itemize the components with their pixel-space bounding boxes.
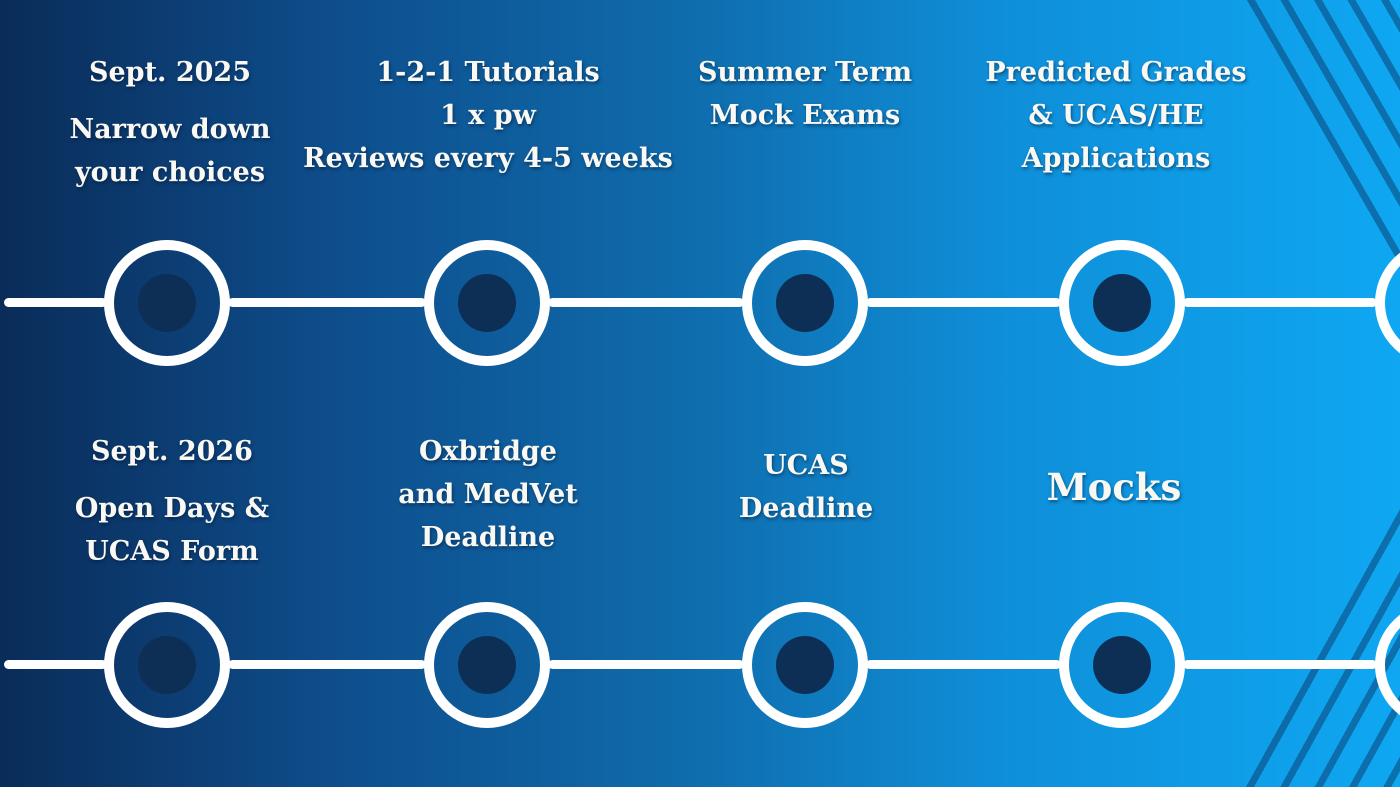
milestone-label-mocks: Mocks bbox=[1047, 462, 1182, 512]
timeline-segment bbox=[228, 298, 426, 307]
decorative-stripes-top-right bbox=[1240, 0, 1400, 278]
milestone-label-predicted-grades: Predicted Grades & UCAS/HE Applications bbox=[985, 51, 1246, 180]
milestone-heading: Sept. 2026 bbox=[91, 436, 253, 467]
milestone-label-tutorials: 1-2-1 Tutorials 1 x pw Reviews every 4-5… bbox=[303, 51, 673, 180]
node-dot bbox=[1093, 274, 1151, 332]
milestone-line: 1-2-1 Tutorials bbox=[376, 57, 600, 88]
milestone-line: Oxbridge bbox=[419, 436, 557, 467]
timeline-segment bbox=[866, 298, 1061, 307]
milestone-node bbox=[1059, 240, 1185, 366]
milestone-label-ucas-deadline: UCAS Deadline bbox=[739, 444, 873, 530]
milestone-line: Open Days & bbox=[74, 493, 270, 524]
node-dot bbox=[138, 636, 196, 694]
milestone-node bbox=[742, 602, 868, 728]
milestone-label-sept-2025: Sept. 2025 Narrow down your choices bbox=[69, 51, 270, 194]
node-dot bbox=[776, 274, 834, 332]
milestone-node bbox=[424, 240, 550, 366]
milestone-node bbox=[1375, 602, 1400, 728]
milestone-node bbox=[104, 240, 230, 366]
node-dot bbox=[138, 274, 196, 332]
milestone-line: Deadline bbox=[420, 522, 556, 553]
milestone-node bbox=[424, 602, 550, 728]
milestone-node bbox=[1375, 240, 1400, 366]
milestone-line: Predicted Grades bbox=[985, 57, 1247, 88]
node-dot bbox=[776, 636, 834, 694]
node-dot bbox=[458, 636, 516, 694]
timeline-segment bbox=[548, 298, 744, 307]
timeline-segment bbox=[4, 298, 107, 307]
milestone-line: Mocks bbox=[1046, 465, 1182, 509]
timeline-segment bbox=[228, 660, 426, 669]
milestone-line: Deadline bbox=[738, 493, 874, 524]
milestone-line: Mock Exams bbox=[709, 100, 901, 131]
milestone-label-oxbridge-deadline: Oxbridge and MedVet Deadline bbox=[398, 430, 577, 559]
milestone-node bbox=[1059, 602, 1185, 728]
timeline-segment bbox=[4, 660, 107, 669]
timeline-segment bbox=[1183, 660, 1377, 669]
milestone-line: 1 x pw bbox=[440, 100, 536, 131]
milestone-line: Narrow down bbox=[69, 114, 271, 145]
milestone-line: your choices bbox=[74, 157, 266, 188]
node-dot bbox=[458, 274, 516, 332]
timeline-segment bbox=[866, 660, 1061, 669]
milestone-line: Applications bbox=[1021, 143, 1211, 174]
milestone-line: UCAS bbox=[763, 450, 849, 481]
timeline-segment bbox=[548, 660, 744, 669]
milestone-line: and MedVet bbox=[398, 479, 578, 510]
milestone-label-sept-2026: Sept. 2026 Open Days & UCAS Form bbox=[75, 430, 269, 573]
milestone-line: UCAS Form bbox=[85, 536, 259, 567]
milestone-node bbox=[742, 240, 868, 366]
node-dot bbox=[1093, 636, 1151, 694]
decorative-stripes-bottom-right bbox=[1238, 492, 1400, 787]
milestone-line: Summer Term bbox=[697, 57, 913, 88]
milestone-label-summer-term: Summer Term Mock Exams bbox=[698, 51, 912, 137]
milestone-line: & UCAS/HE bbox=[1028, 100, 1204, 131]
timeline-segment bbox=[1183, 298, 1377, 307]
milestone-heading: Sept. 2025 bbox=[89, 57, 251, 88]
milestone-node bbox=[104, 602, 230, 728]
milestone-line: Reviews every 4-5 weeks bbox=[303, 143, 673, 174]
